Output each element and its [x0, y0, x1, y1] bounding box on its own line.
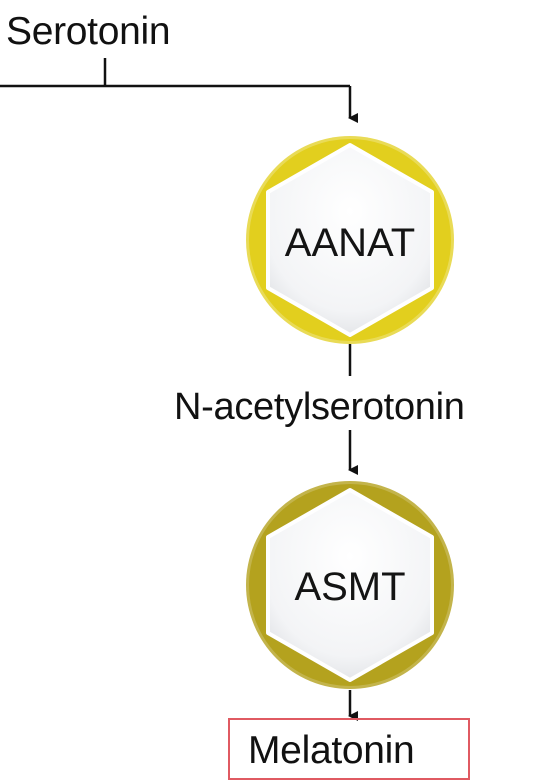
serotonin-connector: [0, 58, 358, 123]
n-acetylserotonin-label: N-acetylserotonin: [174, 386, 465, 428]
melatonin-label: Melatonin: [248, 729, 415, 772]
enzyme-aanat: AANAT: [243, 133, 457, 347]
enzyme-asmt: ASMT: [243, 478, 457, 692]
enzyme-asmt-label: ASMT: [294, 565, 405, 609]
enzyme-aanat-label: AANAT: [285, 221, 415, 265]
serotonin-label: Serotonin: [6, 10, 171, 53]
enzyme-asmt-hexagon: [266, 488, 434, 682]
melatonin-highlight-box: [228, 718, 470, 780]
enzyme-aanat-hexagon: [266, 143, 434, 337]
